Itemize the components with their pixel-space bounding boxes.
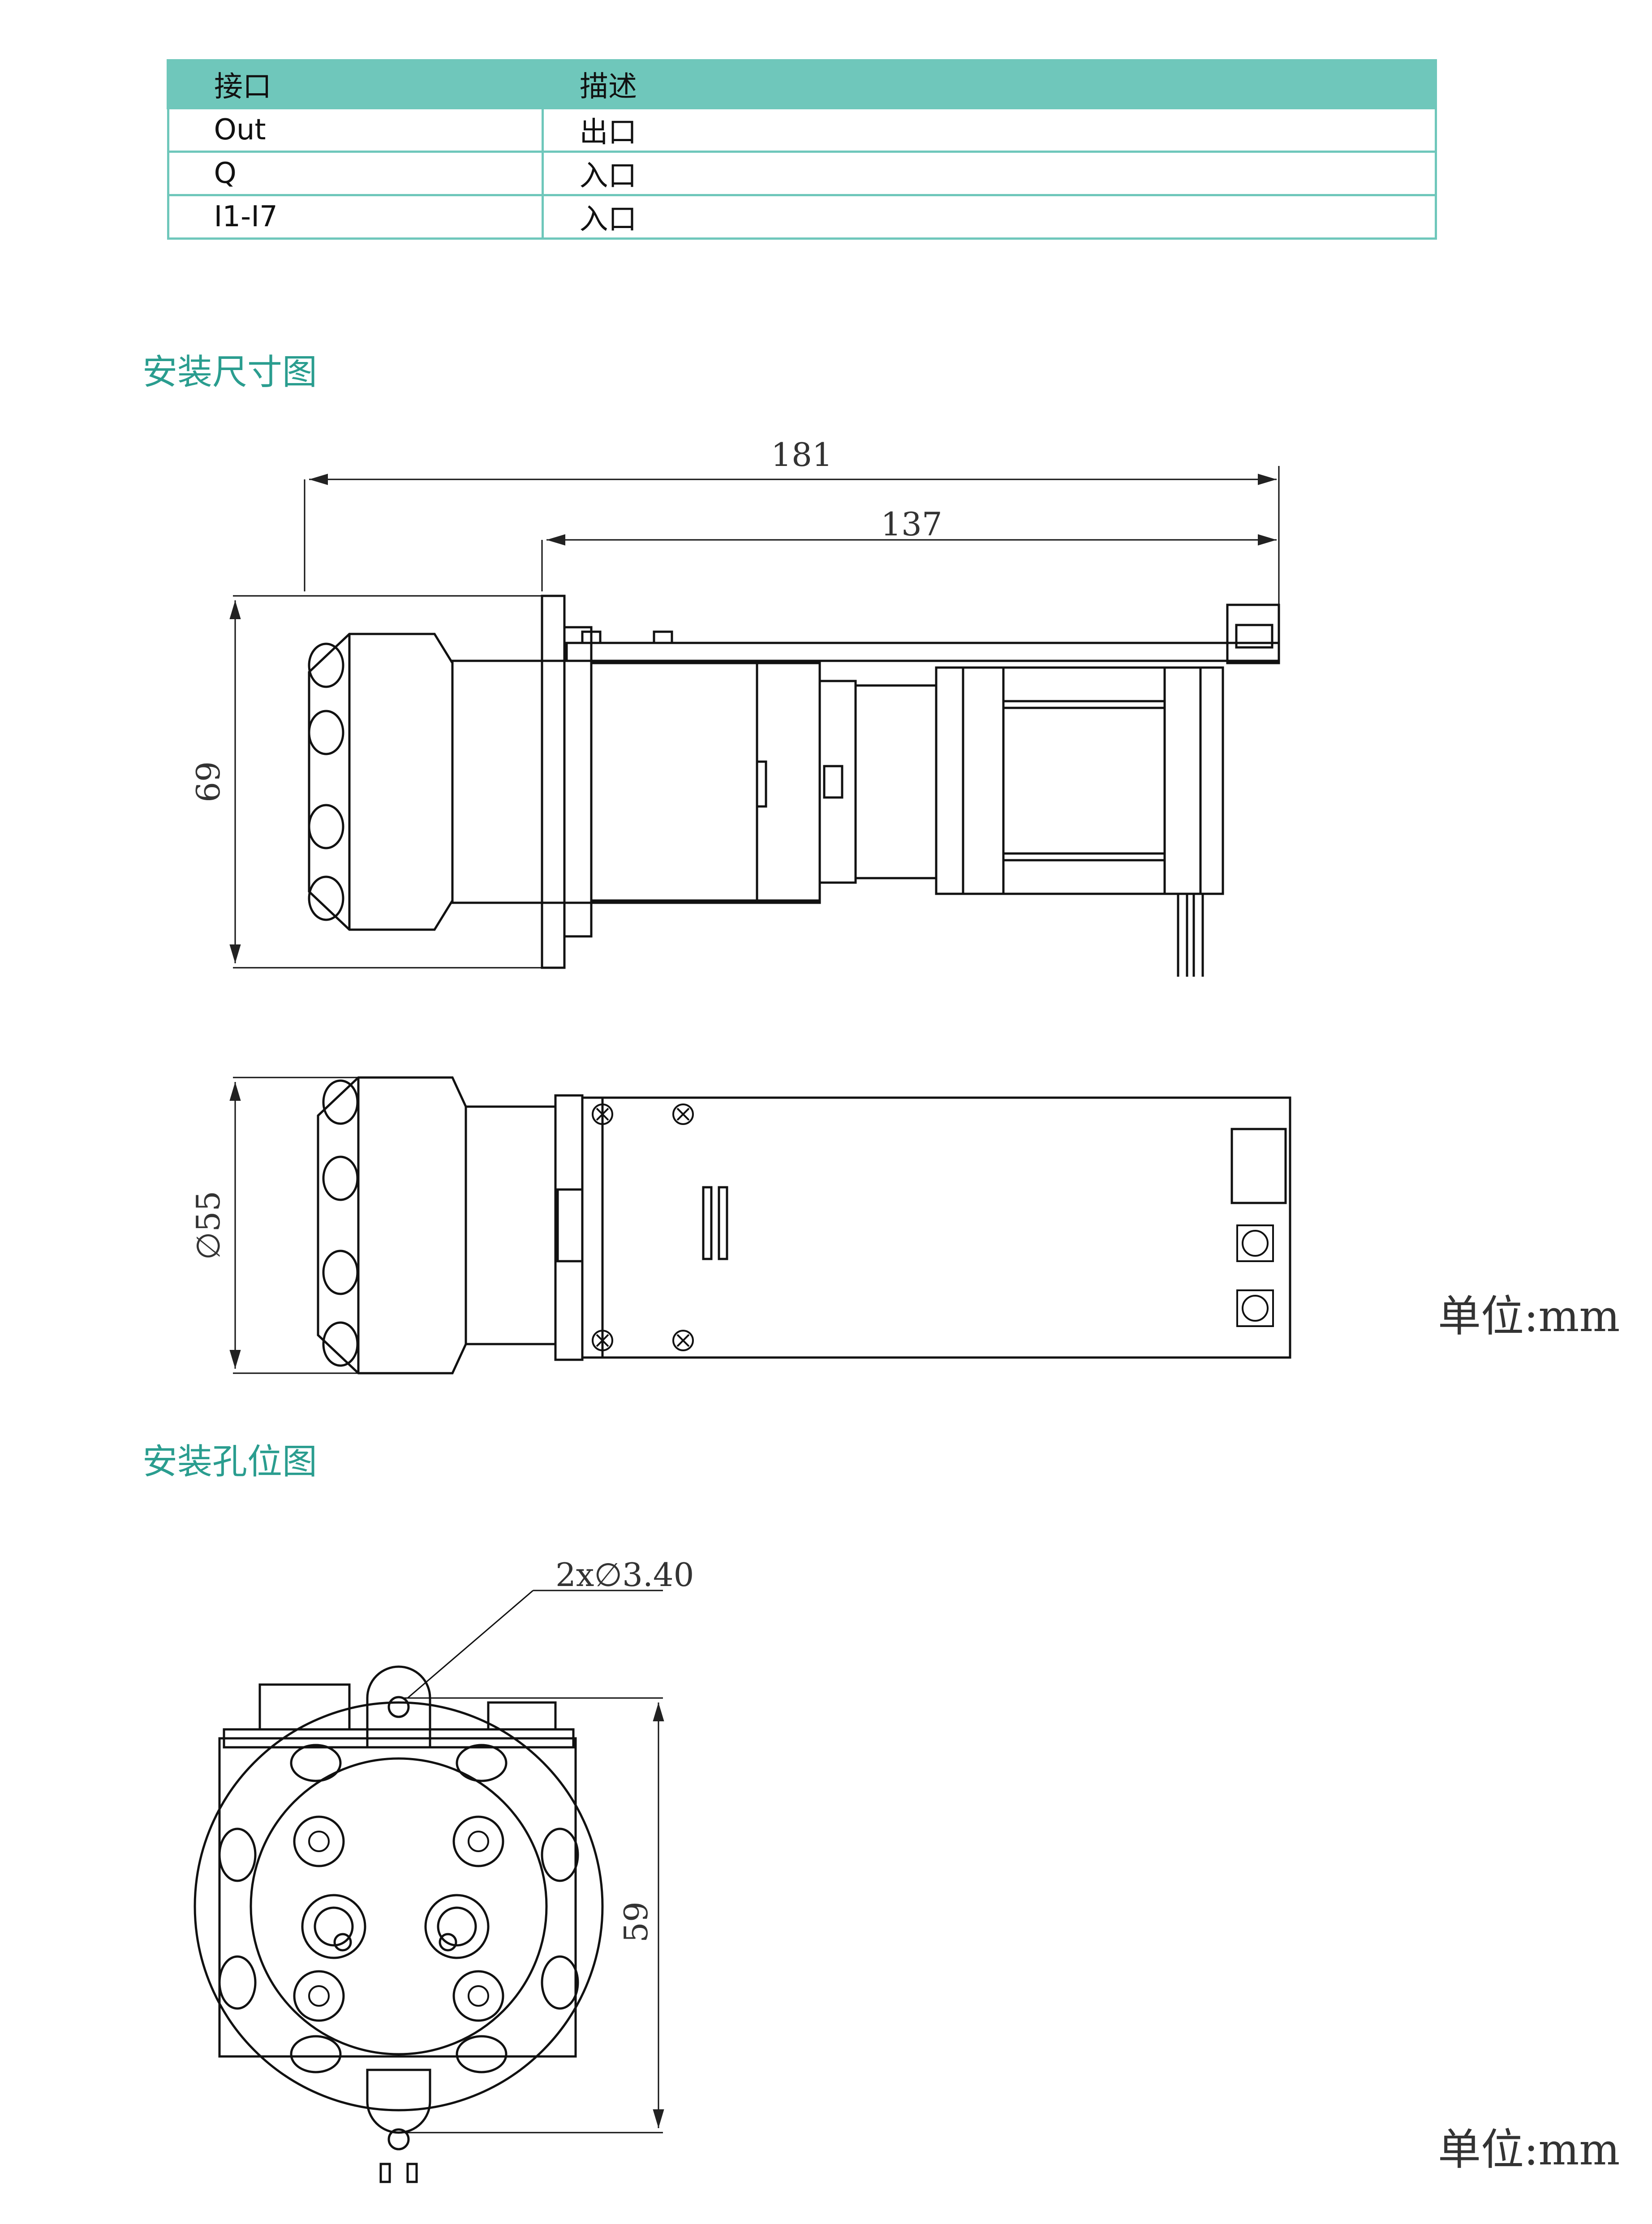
top-view [229,1076,1291,1375]
hole-view [194,1590,664,2183]
dimensions-section-title: 安装尺寸图 [142,352,318,392]
cell-description: 出口 [541,107,1437,153]
cell-description: 入口 [541,194,1437,240]
holes-section-title: 安装孔位图 [142,1442,318,1482]
table-header-row: 接口 描述 [167,59,1437,109]
dim-text-181: 181 [771,436,832,474]
dim-text-hole-spec: 2x∅3.40 [555,1556,694,1594]
table-row: Out 出口 [167,107,1437,153]
cell-description: 入口 [541,151,1437,196]
side-view [229,466,1280,977]
dim-text-55: ∅55 [189,1191,227,1260]
dim-text-137: 137 [881,505,942,543]
dim-text-59: 59 [617,1901,655,1943]
unit-label-2: 单位:mm [1438,2125,1620,2175]
table-row: I1-I7 入口 [167,194,1437,240]
unit-label-1: 单位:mm [1438,1291,1620,1341]
table-row: Q 入口 [167,151,1437,196]
cell-port: Q [167,151,544,196]
cell-port: Out [167,107,544,153]
header-description: 描述 [541,59,1437,109]
dim-text-69: 69 [189,761,227,802]
header-port: 接口 [167,59,544,109]
cell-port: I1-I7 [167,194,544,240]
port-table: 接口 描述 Out 出口 Q 入口 I1-I7 入口 [167,59,1437,240]
